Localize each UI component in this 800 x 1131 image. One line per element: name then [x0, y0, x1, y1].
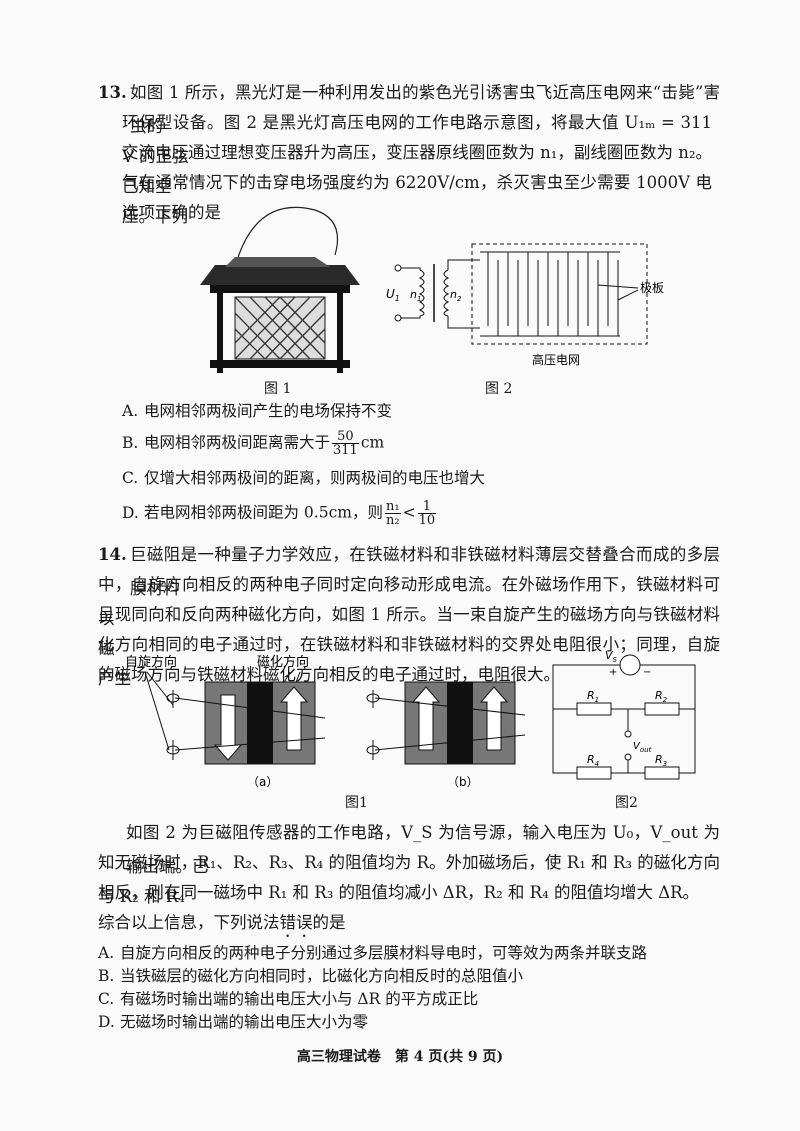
q14-fig1: 自旋方向 磁化方向 （a） — [125, 654, 526, 789]
wire-secondary-top — [447, 259, 480, 270]
q13-option-c: C.仅增大相邻两极间的距离，则两极间的电压也增大 — [122, 469, 486, 487]
q13-fig2-circuit: U1 n1 n2 极板 高压电网 — [386, 243, 664, 367]
lamp-post-right — [337, 293, 343, 373]
terminal-top — [394, 264, 402, 272]
grid-dashed-box — [471, 243, 648, 345]
solar-panel — [225, 257, 330, 267]
q14-line-3: 呈现同向和反向两种磁化方向，如图 1 所示。当一束自旋产生的磁场方向与铁磁材料磁 — [98, 605, 720, 658]
q13-line-2: 环保型设备。图 2 是黑光灯高压电网的工作电路示意图，将最大值 U₁ₘ = 31… — [122, 113, 712, 166]
q13-fig1-lamp — [200, 206, 360, 373]
lamp-handle — [234, 206, 339, 268]
secondary-coil — [443, 269, 450, 317]
mag-arrow-down — [213, 694, 243, 761]
q14-para2-line-2: 知无磁场时，R₁、R₂、R₃、R₄ 的阻值均为 R。外加磁场后，使 R₁ 和 R… — [98, 853, 720, 906]
q13-fig1-caption: 图 1 — [264, 381, 292, 397]
wire-right — [640, 664, 696, 774]
q14-line-5: 的磁场方向与铁磁材料磁化方向相反的电子通过时，电阻很大。 — [98, 665, 560, 684]
spin-pointer-1 — [146, 671, 174, 706]
lamp-top-frame — [210, 285, 350, 293]
magnetization-direction-label: 磁化方向 — [257, 654, 309, 670]
q14-fig2-bridge: VS + − R1 R2 R4 R3 Vout — [552, 649, 696, 780]
r4-label: R4 — [587, 753, 599, 768]
wire-primary-bottom — [401, 316, 421, 319]
panel-a-label: （a） — [247, 775, 278, 789]
grid-plates — [487, 252, 619, 336]
u1-label: U1 — [386, 287, 400, 303]
page-footer: 高三物理试卷 第 4 页(共 9 页) — [296, 1049, 504, 1065]
q14-fig2-caption: 图2 — [615, 795, 638, 811]
wire-left — [552, 664, 620, 774]
q13-fig2-caption: 图 2 — [485, 381, 513, 397]
q14-para2-line-3: 相反，则在同一磁场中 R₁ 和 R₃ 的阻值均减小 ΔR，R₂ 和 R₄ 的阻值… — [98, 883, 700, 902]
electron-path-3 — [374, 697, 526, 716]
r1-label: R1 — [587, 689, 599, 704]
q13-line-3: 交流电压通过理想变压器升为高压，变压器原线圈匝数为 n₁，副线圈匝数为 n₂。已… — [122, 143, 712, 196]
terminal-bottom — [394, 314, 402, 322]
vout-label: Vout — [633, 741, 652, 754]
mag-arrow-up — [279, 686, 309, 751]
lamp-base — [210, 360, 350, 368]
panel-b: （b） — [366, 681, 526, 789]
electron-path-1 — [174, 697, 326, 719]
vs-minus: − — [643, 667, 651, 678]
lamp-post-left — [217, 293, 223, 373]
panel-b-label: （b） — [447, 775, 479, 789]
q14-fig1-caption: 图1 — [345, 795, 368, 811]
primary-coil — [418, 269, 425, 317]
q14-line-1: 巨磁阻是一种量子力学效应，在铁磁材料和非铁磁材料薄层交替叠合而成的多层膜材料 — [130, 545, 720, 598]
lamp-mesh-lines — [234, 296, 326, 360]
vout-terminal-top — [624, 730, 632, 738]
resistor-r1 — [576, 702, 612, 716]
plate-pointer-1 — [597, 284, 639, 289]
vs-label: VS — [605, 649, 618, 664]
plate-label: 极板 — [640, 281, 664, 295]
panel-a: （a） — [166, 681, 326, 789]
r2-label: R2 — [655, 689, 668, 704]
q13-number: 13. — [98, 83, 127, 102]
q14-option-a: A.自旋方向相反的两种电子分别通过多层膜材料导电时，可等效为两条并联支路 — [98, 944, 648, 962]
q13-line-5: 选项正确的是 — [122, 203, 221, 222]
lamp-roof — [200, 265, 360, 285]
grid-label: 高压电网 — [532, 352, 580, 367]
mag-arrow-up-right — [479, 686, 509, 751]
n1-label: n1 — [410, 288, 421, 303]
q14-question: 综合以上信息，下列说法错误的是 — [98, 913, 346, 932]
q14-para2-line-1: 如图 2 为巨磁阻传感器的工作电路，V_S 为信号源，输入电压为 U₀，V_ou… — [126, 823, 720, 876]
resistor-r3 — [644, 766, 680, 780]
spin-direction-label: 自旋方向 — [125, 654, 177, 670]
resistor-r2 — [644, 702, 680, 716]
q14-option-c: C.有磁场时输出端的输出电压大小与 ΔR 的平方成正比 — [98, 990, 479, 1008]
q14-option-b: B.当铁磁层的磁化方向相同时，比磁化方向相反时的总阻值小 — [98, 967, 524, 985]
r3-label: R3 — [655, 753, 667, 768]
q14-number: 14. — [98, 545, 127, 564]
wire-primary-top — [401, 267, 421, 270]
spin-pointer-2 — [144, 671, 170, 751]
q13-line-1: 如图 1 所示，黑光灯是一种利用发出的紫色光引诱害虫飞近高压电网来“击毙”害虫的 — [130, 83, 720, 136]
vs-plus: + — [609, 667, 617, 678]
n2-label: n2 — [450, 288, 462, 303]
q14-option-d: D.无磁场时输出端的输出电压大小为零 — [98, 1013, 369, 1031]
electron-path-2 — [174, 737, 326, 751]
wire-secondary-bottom — [447, 316, 480, 329]
plate-pointer-2 — [617, 289, 639, 301]
q14-line-2: 中，自旋方向相反的两种电子同时定向移动形成电流。在外磁场作用下，铁磁材料可以 — [98, 575, 720, 628]
q13-line-4: 气在通常情况下的击穿电场强度约为 6220V/cm，杀灭害虫至少需要 1000V… — [122, 173, 712, 226]
electron-path-4 — [374, 734, 526, 751]
q13-option-a: A.电网相邻两极间产生的电场保持不变 — [122, 402, 393, 420]
resistor-r4 — [576, 766, 612, 780]
signal-source — [619, 654, 641, 676]
vout-terminal-bottom — [624, 753, 632, 761]
q14-line-4: 化方向相同的电子通过时，在铁磁材料和非铁磁材料的交界处电阻很小；同理，自旋产生 — [98, 635, 720, 688]
q14-emphasis: 错误 — [279, 913, 313, 932]
